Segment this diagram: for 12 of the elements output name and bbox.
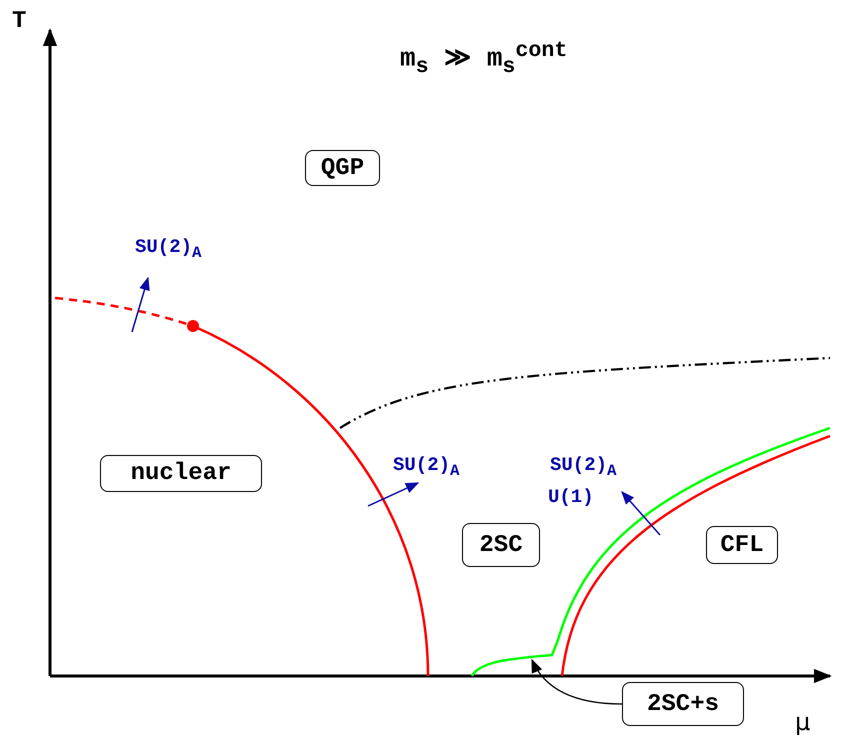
axis-label: μ — [795, 708, 810, 736]
phase-label: 2SC — [462, 523, 540, 567]
symmetry-label: SU(2)$_{A}$ — [135, 236, 202, 262]
phase-boundary — [471, 426, 830, 677]
phase-label: QGP — [305, 150, 380, 186]
symmetry-label: SU(2)$_{A}$ — [550, 454, 617, 480]
leader-line — [531, 658, 622, 705]
axis-label: T — [12, 8, 26, 35]
symmetry-label: U(1) — [548, 486, 594, 508]
symmetry-label: SU(2)$_{A}$ — [393, 454, 460, 480]
phase-label: 2SC+s — [622, 682, 744, 726]
phase-label: nuclear — [100, 455, 262, 492]
